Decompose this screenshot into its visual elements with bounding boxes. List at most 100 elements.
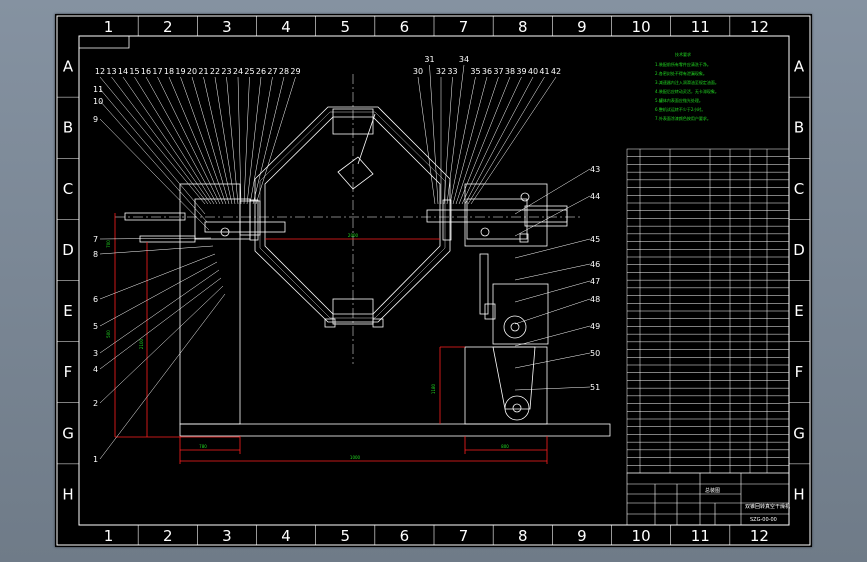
zone-col-bottom: 2 [163,527,173,545]
notes-title: 技术要求 [675,51,691,57]
zone-row-right: A [794,58,805,76]
zone-col-top: 7 [459,18,469,36]
callout-label: 20 [187,67,197,76]
zone-col-top: 1 [104,18,114,36]
zone-row-left: E [63,302,72,320]
zone-col-bottom: 5 [340,527,350,545]
callout-label: 25 [244,67,254,76]
zone-row-right: G [793,424,805,442]
callout-label: 37 [493,67,503,76]
zone-row-left: H [62,485,73,503]
callout-label: 3 [93,349,98,358]
callout-label: 16 [141,67,151,76]
leader-lines [99,64,591,460]
zone-col-top: 6 [400,18,410,36]
zone-col-bottom: 12 [750,527,769,545]
technical-notes: 技术要求 1.装配前所有零件应清洗干净。 2.各密封处不得有泄漏现象。 3.减速器内… [655,51,719,121]
zone-col-top: 2 [163,18,173,36]
callout-label: 42 [551,67,561,76]
dimension-label: 780 [199,444,207,449]
callout-label: 15 [129,67,139,76]
zone-col-bottom: 4 [281,527,291,545]
callout-label: 24 [233,67,243,76]
callout-label: 46 [590,260,600,269]
zone-col-top: 11 [691,18,710,36]
zone-row-right: C [794,180,804,198]
callout-label: 2 [93,399,98,408]
note-line: 2.各密封处不得有泄漏现象。 [655,70,707,76]
zone-col-top: 8 [518,18,528,36]
callout-label: 45 [590,235,600,244]
callout-label: 26 [256,67,266,76]
note-line: 7.外表面涂漆颜色按用户要求。 [655,115,711,121]
dimension-label: 2000 [348,233,359,238]
callout-label: 48 [590,295,600,304]
callout-label: 22 [210,67,220,76]
zone-row-right: F [795,363,804,381]
callout-label: 30 [413,67,423,76]
callout-label: 23 [221,67,231,76]
zone-col-bottom: 9 [577,527,587,545]
callout-label: 32 [436,67,446,76]
callout-label: 36 [482,67,492,76]
zone-row-left: A [63,58,74,76]
zone-row-right: D [793,241,805,259]
callout-label: 28 [279,67,289,76]
callout-label: 8 [93,250,98,259]
zone-col-top: 4 [281,18,291,36]
machine-assembly [124,106,611,437]
zone-col-top: 12 [750,18,769,36]
title-block [626,472,790,526]
dimension-label: 1180 [431,383,436,394]
dimension-lines [114,213,548,464]
callout-label: 41 [539,67,549,76]
zone-col-bottom: 3 [222,527,232,545]
zone-row-left: D [62,241,74,259]
note-line: 6.整机试运转不少于2小时。 [655,106,705,112]
dimension-label: 700 [106,240,111,248]
dimension-label: 1000 [350,455,361,460]
zone-col-top: 9 [577,18,587,36]
callout-label: 40 [528,67,538,76]
callout-label: 49 [590,322,600,331]
callout-label: 35 [470,67,480,76]
zone-row-left: B [63,119,73,137]
callout-label: 17 [152,67,162,76]
callout-label: 34 [459,55,469,64]
centerlines [115,74,580,364]
zone-row-left: G [62,424,74,442]
zone-grid [57,16,810,545]
callout-label: 38 [505,67,515,76]
zone-col-bottom: 1 [104,527,114,545]
title-block-label: 总装图 [705,487,720,494]
note-line: 3.减速器内注入润滑油至规定油面。 [655,79,719,85]
callout-label: 50 [590,349,600,358]
callout-label: 12 [95,67,105,76]
callout-label: 51 [590,383,600,392]
callout-label: 47 [590,277,600,286]
zone-row-right: H [793,485,804,503]
note-line: 5.罐体内表面应抛光处理。 [655,97,703,103]
callout-label: 11 [93,85,103,94]
zone-row-right: B [794,119,804,137]
callout-label: 7 [93,235,98,244]
callout-label: 9 [93,115,98,124]
zone-col-bottom: 8 [518,527,528,545]
zone-row-right: E [794,302,803,320]
callout-label: 39 [516,67,526,76]
note-line: 1.装配前所有零件应清洗干净。 [655,61,711,67]
zone-col-bottom: 6 [400,527,410,545]
callout-label: 44 [590,192,600,201]
note-line: 4.装配后应转动灵活，无卡滞现象。 [655,88,719,94]
callout-label: 27 [267,67,277,76]
callout-label: 18 [164,67,174,76]
zone-row-left: C [63,180,73,198]
zone-col-top: 3 [222,18,232,36]
callout-label: 5 [93,322,98,331]
title-block-title: 双锥回转真空干燥机 [745,503,790,510]
